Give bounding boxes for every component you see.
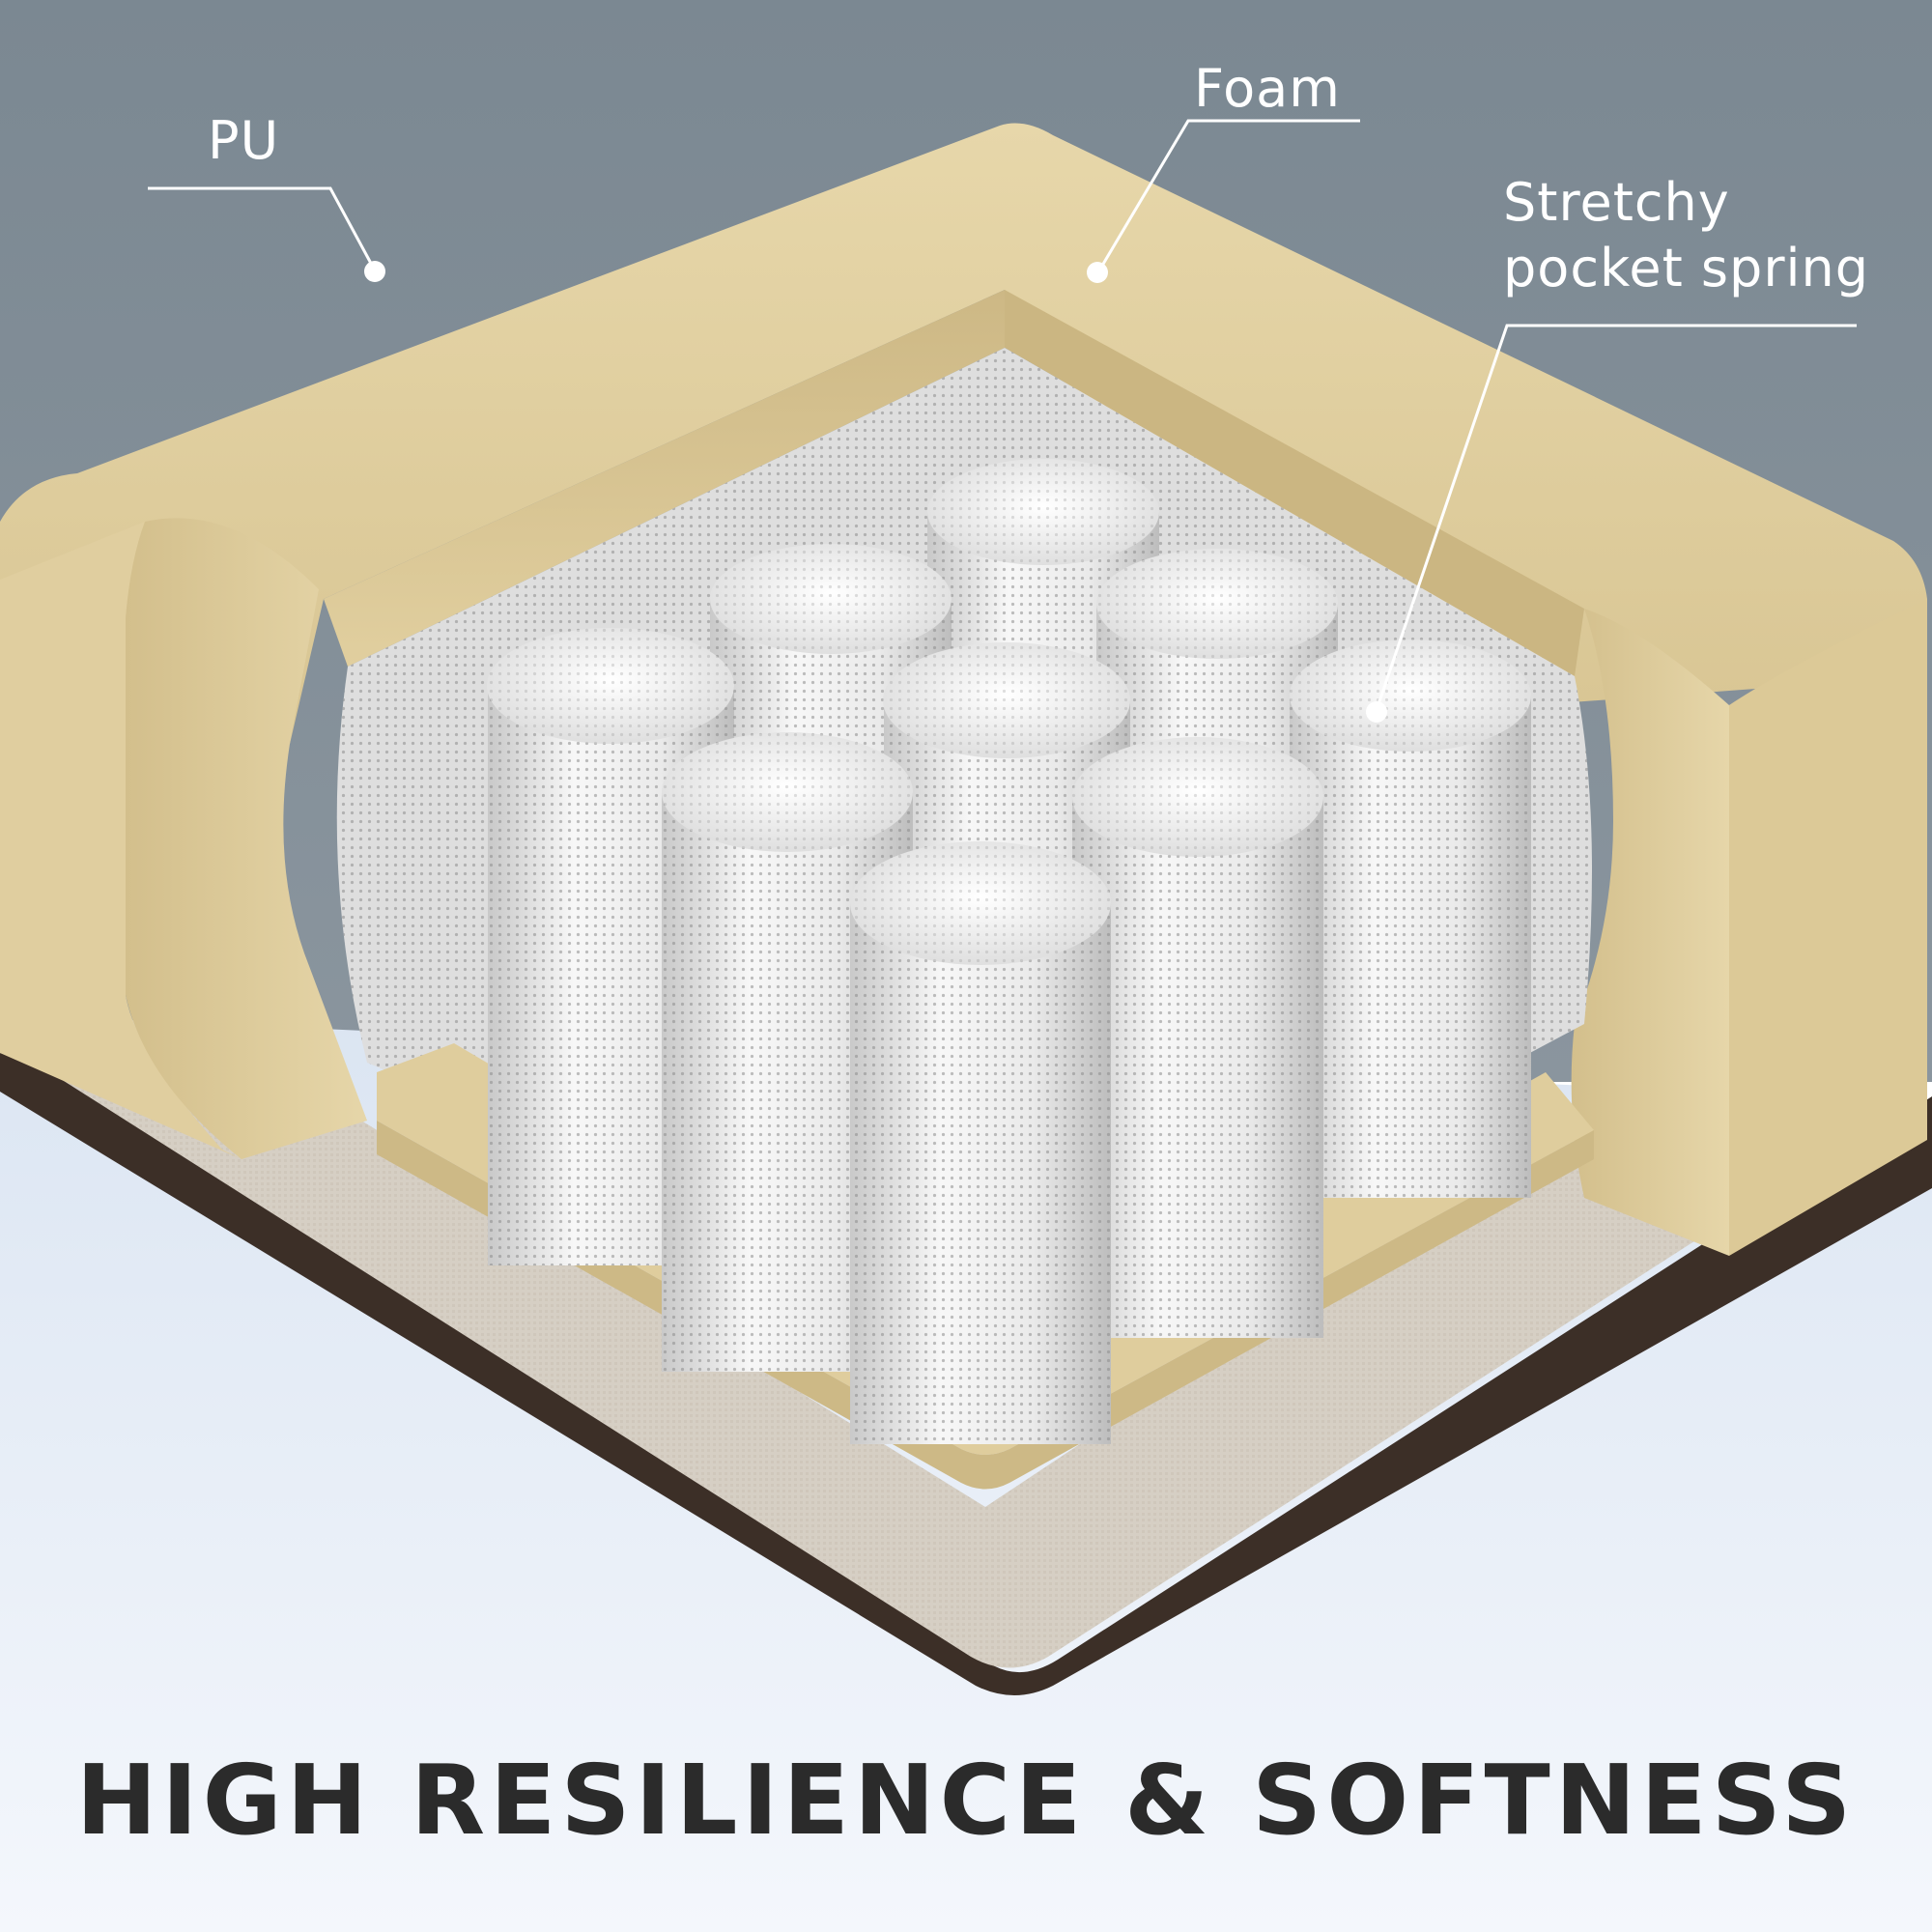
spring-callout-label: Stretchy pocket spring [1503,170,1869,300]
headline: HIGH RESILIENCE & SOFTNESS [75,1744,1857,1857]
pu-callout-dot [364,261,385,282]
pu-callout-label: PU [208,110,280,171]
foam-frame-left-inner [126,518,367,1159]
spring-callout-line-1: Stretchy [1503,172,1730,233]
pocket-spring-6 [1290,639,1531,1198]
pocket-spring-9 [850,841,1111,1444]
leather-rim [0,1053,1932,1695]
foam-callout-dot [1087,262,1108,283]
foam-callout-label: Foam [1194,58,1341,119]
foam-inner-back-left [324,290,1005,667]
foam-inner-back-right [1005,290,1584,676]
pu-leader-line [148,186,377,271]
foam-frame-right-inner [1571,609,1729,1256]
spring-leader-line [1375,324,1857,711]
pocket-springs [487,459,1531,1444]
foam-frame-left-face [0,522,242,1159]
foam-leader-line [1097,119,1360,271]
foam-frame-right-face [1729,599,1927,1256]
spring-callout-line-2: pocket spring [1503,237,1870,298]
pocket-spring-8 [1072,737,1323,1338]
spring-callout-dot [1366,701,1387,723]
callout-leaders [148,119,1857,711]
